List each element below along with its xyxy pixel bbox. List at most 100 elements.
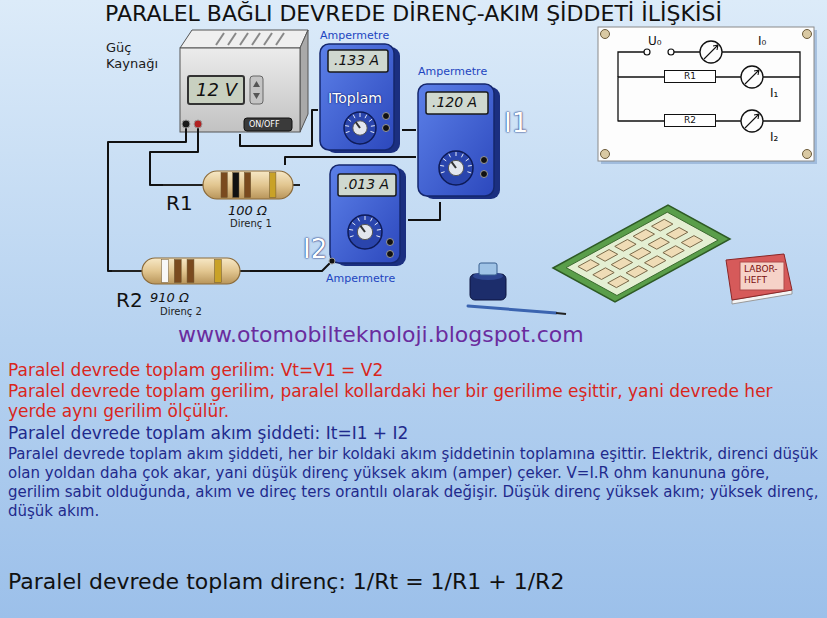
power-button bbox=[244, 118, 292, 131]
dial-pointer bbox=[361, 226, 365, 232]
adjust-button bbox=[250, 76, 263, 104]
voltage-reading: 12 V bbox=[196, 79, 237, 100]
ink-bottle bbox=[470, 263, 506, 300]
color-band bbox=[270, 173, 276, 198]
dial-tick bbox=[370, 131, 374, 132]
supply-display bbox=[188, 76, 244, 104]
chip bbox=[611, 258, 632, 270]
dial-tick bbox=[375, 223, 378, 225]
text-holder: Güç Kaynağı bbox=[106, 40, 168, 72]
chip bbox=[578, 260, 599, 272]
dial-knob bbox=[353, 121, 367, 135]
dial-tick bbox=[353, 115, 355, 119]
text-holder: Direnç 2 bbox=[160, 306, 202, 318]
text-holder: LABOR- HEFT bbox=[744, 264, 784, 286]
chip bbox=[681, 236, 702, 248]
text-holder: .120 A bbox=[432, 94, 477, 111]
text-holder: PARALEL BAĞLI DEVREDE DİRENÇ-AKIM ŞİDDET… bbox=[0, 1, 827, 26]
schematic-paper bbox=[598, 27, 817, 164]
device-label: Ampermetre bbox=[326, 272, 395, 285]
dial-tick bbox=[443, 159, 446, 161]
paper bbox=[598, 27, 814, 161]
vent bbox=[240, 33, 248, 45]
text-holder: Paralel devrede toplam gerilim, paralel … bbox=[8, 381, 823, 421]
chip bbox=[633, 229, 654, 241]
button-label: ON/OFF bbox=[249, 119, 279, 130]
wire bbox=[402, 129, 416, 131]
text-holder: I₁ bbox=[770, 86, 778, 100]
vent bbox=[216, 33, 224, 45]
text-holder: ON/OFF bbox=[249, 119, 279, 130]
wire bbox=[285, 157, 416, 165]
resistor: R1 100 ΩDirenç 1 bbox=[163, 165, 300, 233]
dial-tick bbox=[350, 236, 354, 237]
color-band bbox=[187, 260, 194, 283]
explanation: Paralel devrede toplam gerilim, paralel … bbox=[8, 381, 823, 421]
pin bbox=[601, 30, 610, 39]
book-label bbox=[740, 262, 784, 290]
pin bbox=[803, 30, 812, 39]
text-holder: R1 bbox=[166, 192, 193, 215]
board-field bbox=[566, 212, 718, 295]
text-holder: Direnç 1 bbox=[230, 218, 272, 230]
ammeter: .013 AI2Ampermetre bbox=[302, 162, 408, 292]
dial-tick bbox=[377, 229, 381, 231]
terminal bbox=[387, 239, 394, 246]
dial-tick bbox=[365, 216, 366, 220]
chip bbox=[648, 238, 669, 250]
text-holder: Ampermetre bbox=[418, 65, 487, 78]
device-label: Ampermetre bbox=[320, 29, 389, 42]
resistor-box: R2 bbox=[664, 114, 716, 127]
diagram-title: PARALEL BAĞLI DEVREDE DİRENÇ-AKIM ŞİDDET… bbox=[105, 1, 722, 26]
vent bbox=[252, 33, 260, 45]
resistor-caption: Direnç 2 bbox=[160, 306, 202, 318]
website-url: www.otomobilteknoloji.blogspot.com bbox=[178, 322, 584, 348]
chip bbox=[626, 266, 647, 278]
text-holder: I₂ bbox=[770, 130, 778, 144]
resistor-name: R2 bbox=[684, 115, 696, 126]
text-holder: Paralel devrede toplam akım şiddeti, her… bbox=[8, 445, 823, 521]
vent bbox=[228, 33, 236, 45]
text-holder: U₀ bbox=[648, 34, 662, 48]
dial-tick bbox=[370, 218, 372, 222]
terminal bbox=[194, 120, 202, 128]
terminal-symbol bbox=[668, 49, 674, 55]
resistor-box: R1 bbox=[664, 70, 716, 83]
chip bbox=[663, 246, 684, 258]
dial-tick bbox=[376, 236, 380, 237]
vent bbox=[264, 33, 272, 45]
color-band bbox=[174, 260, 181, 283]
current-reading: .120 A bbox=[432, 94, 477, 111]
dial-pointer bbox=[356, 122, 360, 128]
device-label: Güç Kaynağı bbox=[106, 40, 168, 72]
voltage-symbol: U₀ bbox=[648, 34, 662, 48]
wire bbox=[250, 270, 302, 272]
text-holder: R2 bbox=[684, 115, 696, 126]
dial-tick bbox=[360, 113, 361, 117]
meter-dial bbox=[348, 215, 382, 249]
color-band bbox=[221, 173, 227, 198]
chip bbox=[615, 239, 636, 251]
chip bbox=[593, 268, 614, 280]
wire bbox=[618, 77, 664, 121]
breadboard bbox=[553, 205, 730, 302]
resistor-caption: Direnç 1 bbox=[230, 218, 272, 230]
text-holder: I2 bbox=[303, 234, 327, 264]
meter-display bbox=[426, 92, 488, 114]
resistor: R2910 ΩDirenç 2 bbox=[112, 255, 250, 321]
text-holder: Ampermetre bbox=[326, 272, 395, 285]
resistance-value: 100 Ω bbox=[228, 203, 267, 218]
color-band bbox=[215, 260, 222, 283]
power-supply: Güç Kaynağı 12 V ON/OFF bbox=[104, 28, 309, 134]
bottle-neck bbox=[479, 263, 497, 275]
chip bbox=[596, 250, 617, 262]
meter-dial bbox=[344, 112, 376, 144]
explanation: Paralel devrede toplam akım şiddeti, her… bbox=[8, 445, 823, 521]
text-holder: Paralel devrede toplam gerilim: Vt=V1 = … bbox=[8, 360, 383, 381]
text-holder: I₀ bbox=[758, 34, 766, 48]
meter-body bbox=[320, 44, 394, 150]
ammeter: Ampermetre.120 AI1 bbox=[416, 64, 531, 202]
pin bbox=[803, 150, 812, 159]
meter-dial bbox=[439, 151, 473, 185]
